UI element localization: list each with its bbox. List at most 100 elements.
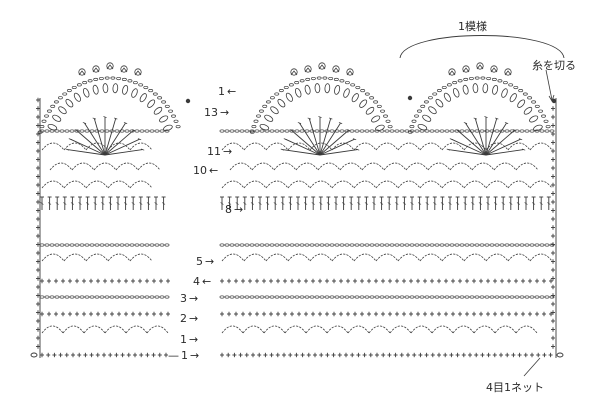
double-crochet [379,202,384,205]
double-crochet [258,202,262,205]
chain-arch [221,253,245,262]
chain-stitch [129,129,135,133]
chain-arch [287,142,311,151]
fan-stitch [123,122,128,124]
chain-stitch [82,81,88,85]
arrow-right-icon: → [205,255,215,268]
row-label: — 1 → [166,349,201,362]
chain-stitch [324,295,330,299]
chain-stitch [436,89,442,93]
double-crochet [524,202,528,205]
double-crochet [463,202,467,205]
chain-stitch [168,109,174,113]
chain-stitch [369,129,375,133]
chain-arch [471,162,495,171]
chain-stitch [469,243,475,247]
chain-stitch [139,295,145,299]
chain-stitch [399,129,405,133]
chain-stitch [491,77,497,81]
fan-stitch [455,129,460,132]
chain-stitch [49,243,55,247]
chain-stitch [144,295,150,299]
chain-stitch [154,129,160,133]
chain-stitch [502,81,508,85]
chain-stitch [364,243,370,247]
chain-stitch [87,79,93,83]
chain-arch [49,162,73,171]
chain-stitch [44,129,50,133]
bobble-stitch [359,99,368,108]
double-crochet [311,202,315,205]
chain-stitch [249,295,255,299]
chain-arch [485,180,509,189]
chain-arch [243,253,267,262]
picot [318,64,326,70]
double-crochet [116,202,120,205]
chain-arch [494,325,517,334]
chain-arch [265,142,289,151]
chain-stitch [480,76,486,80]
chain-stitch [69,129,75,133]
chain-stitch [369,96,375,100]
chain-stitch [449,129,455,133]
row-label: 3 → [180,292,200,305]
arrow-left-icon: ← [202,275,212,288]
chain-arch [295,162,319,171]
chain-stitch [539,295,545,299]
picot [476,64,484,70]
picot [346,68,354,76]
chain-stitch [154,243,160,247]
fan-stitch [463,122,468,124]
chain-stitch [459,243,465,247]
chain-stitch [494,295,500,299]
chain-stitch [464,243,470,247]
chain-stitch [374,243,380,247]
chain-stitch [549,295,555,299]
chain-arch [473,325,496,334]
fan-stitch [484,116,488,118]
row-label: 8 → [225,203,245,216]
chain-stitch [99,295,105,299]
chain-arch [375,180,399,189]
chain-stitch [109,295,115,299]
picot [490,65,498,73]
chain-stitch [474,76,480,80]
chain-stitch [387,125,393,129]
double-crochet [93,202,97,205]
fan-stitch [67,149,106,156]
chain-stitch [39,295,45,299]
double-crochet [395,202,399,205]
chain-arch [129,142,153,151]
double-crochet [281,202,285,205]
chain-stitch [264,243,270,247]
chain-stitch [305,77,311,81]
end-loop [556,352,564,358]
chain-stitch [274,129,280,133]
chain-stitch [364,129,370,133]
chain-stitch [524,295,530,299]
chain-arch [427,162,451,171]
chain-stitch [539,243,545,247]
chain-stitch [138,83,144,87]
chain-arch [419,253,443,262]
chain-stitch [394,129,400,133]
chain-stitch [469,129,475,133]
chain-stitch [114,243,120,247]
chain-stitch [59,129,65,133]
double-crochet [357,202,361,205]
chain-stitch [464,129,470,133]
chain-stitch [139,129,145,133]
chain-stitch [419,243,425,247]
chain-stitch [124,295,130,299]
double-crochet [101,202,105,205]
row-number: 10 [193,164,207,177]
chain-arch [331,180,355,189]
chain-stitch [339,129,345,133]
fan-stitch [104,149,143,156]
chain-stitch [389,295,395,299]
chain-arch [397,180,421,189]
chain-stitch [504,243,510,247]
double-crochet [326,202,331,205]
double-crochet [539,202,543,205]
picot [106,62,114,70]
